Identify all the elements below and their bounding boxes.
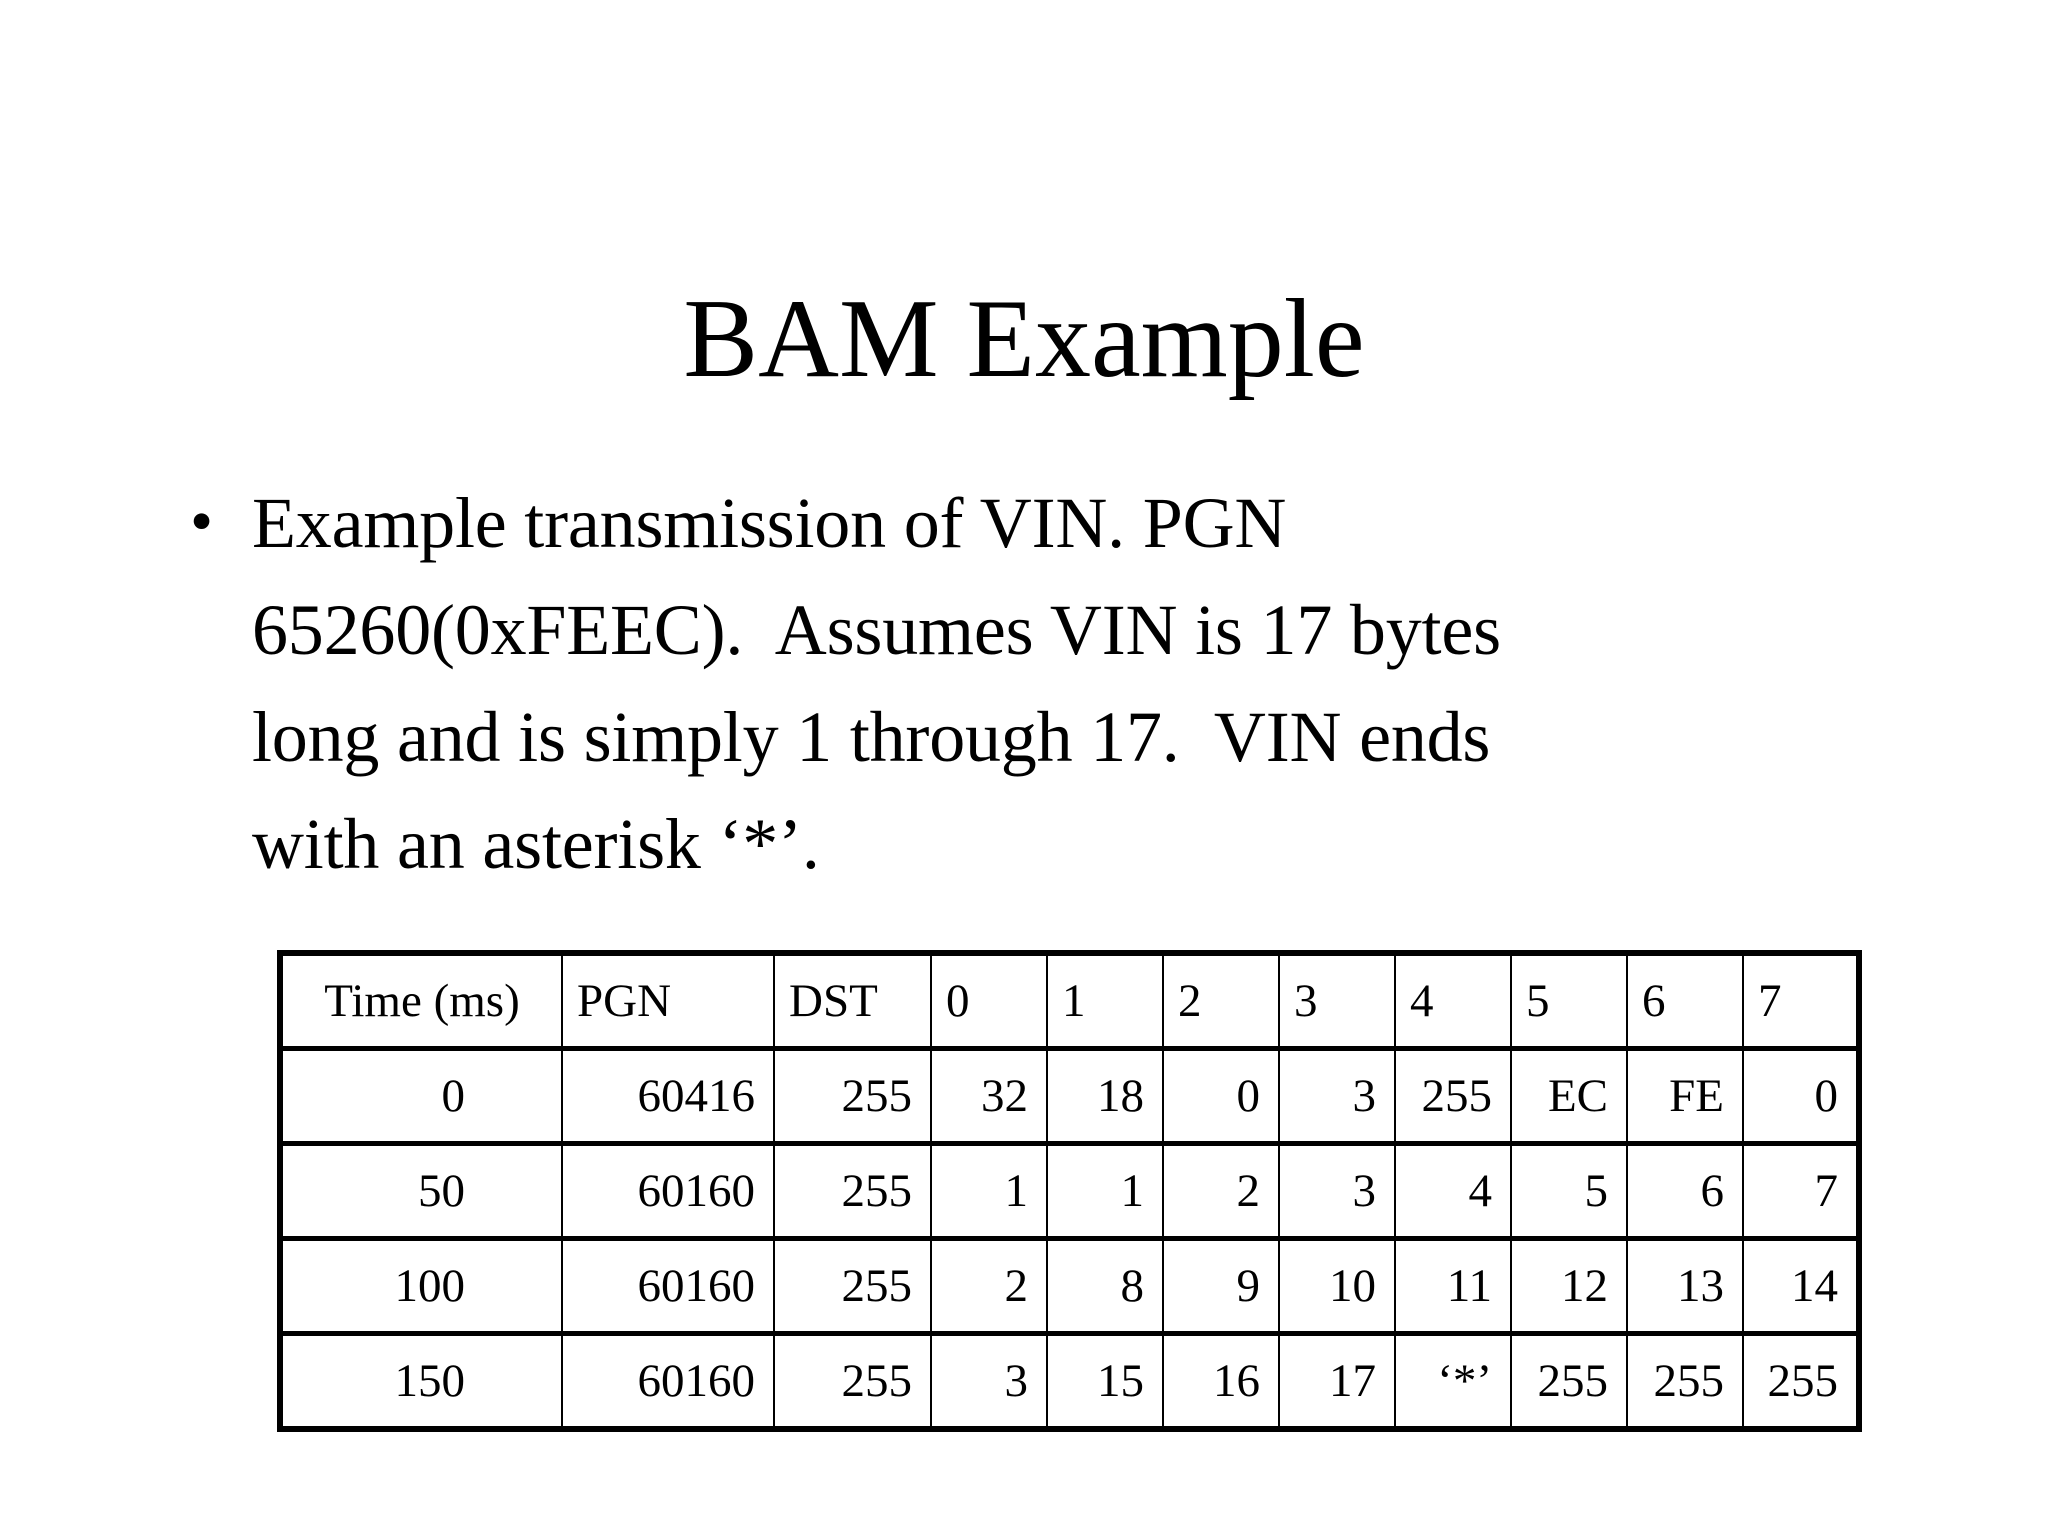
table-cell-b6: 6 <box>1626 1141 1744 1240</box>
table-cell-b2: 2 <box>1162 1141 1280 1240</box>
table-row: 150 60160 255 3 15 16 17 ‘*’ 255 255 255 <box>279 1331 1860 1430</box>
list-item: • Example transmission of VIN. PGN 65260(… <box>178 470 1938 898</box>
table-cell-b3: 3 <box>1278 1141 1396 1240</box>
table-cell-pgn: 60160 <box>561 1236 775 1335</box>
bullet-icon: • <box>190 485 214 558</box>
table-row: 100 60160 255 2 8 9 10 11 12 13 14 <box>279 1236 1860 1335</box>
bullet-text: Example transmission of VIN. PGN 65260(0x… <box>252 470 1938 898</box>
table-cell-b3: 3 <box>1278 1047 1396 1145</box>
table-header-cell-b2: 2 <box>1162 952 1280 1051</box>
table-cell-b4: ‘*’ <box>1394 1331 1512 1430</box>
table-cell-pgn: 60416 <box>561 1047 775 1145</box>
bullet-line-1: Example transmission of VIN. PGN <box>252 483 1287 563</box>
table-cell-pgn: 60160 <box>561 1331 775 1430</box>
table-cell-b2: 0 <box>1162 1047 1280 1145</box>
table-cell-dst: 255 <box>773 1236 932 1335</box>
table-cell-time: 0 <box>279 1047 563 1145</box>
table-cell-pgn: 60160 <box>561 1141 775 1240</box>
table-cell-b3: 17 <box>1278 1331 1396 1430</box>
table-header-cell-b5: 5 <box>1510 952 1628 1051</box>
table-cell-b5: 5 <box>1510 1141 1628 1240</box>
bam-message-table: Time (ms) PGN DST 0 1 2 3 4 5 6 7 0 6041… <box>277 950 1862 1432</box>
table-header-cell-time: Time (ms) <box>279 952 563 1051</box>
table-cell-b5: EC <box>1510 1047 1628 1145</box>
table-cell-b6: 13 <box>1626 1236 1744 1335</box>
bullet-line-4: with an asterisk ‘*’. <box>252 804 820 884</box>
bam-table-container: Time (ms) PGN DST 0 1 2 3 4 5 6 7 0 6041… <box>277 950 1862 1432</box>
table-cell-b2: 16 <box>1162 1331 1280 1430</box>
table-header-cell-b4: 4 <box>1394 952 1512 1051</box>
table-header-cell-dst: DST <box>773 952 932 1051</box>
table-cell-time: 50 <box>279 1141 563 1240</box>
table-cell-b7: 7 <box>1742 1141 1860 1240</box>
table-cell-b2: 9 <box>1162 1236 1280 1335</box>
table-row: 50 60160 255 1 1 2 3 4 5 6 7 <box>279 1141 1860 1240</box>
table-cell-b1: 1 <box>1046 1141 1164 1240</box>
table-header-row: Time (ms) PGN DST 0 1 2 3 4 5 6 7 <box>279 952 1860 1051</box>
table-cell-b5: 255 <box>1510 1331 1628 1430</box>
table-cell-b7: 0 <box>1742 1047 1860 1145</box>
table-cell-b1: 15 <box>1046 1331 1164 1430</box>
slide-body: • Example transmission of VIN. PGN 65260(… <box>178 470 1938 898</box>
table-header-cell-b7: 7 <box>1742 952 1860 1051</box>
bullet-line-2: 65260(0xFEEC). Assumes VIN is 17 bytes <box>252 590 1501 670</box>
table-cell-b0: 1 <box>930 1141 1048 1240</box>
table-cell-b4: 255 <box>1394 1047 1512 1145</box>
table-header-cell-b1: 1 <box>1046 952 1164 1051</box>
table-cell-dst: 255 <box>773 1047 932 1145</box>
table-cell-time: 150 <box>279 1331 563 1430</box>
table-cell-b7: 255 <box>1742 1331 1860 1430</box>
table-cell-dst: 255 <box>773 1141 932 1240</box>
table-cell-b6: 255 <box>1626 1331 1744 1430</box>
page-title: BAM Example <box>683 277 1365 402</box>
table-header-cell-b6: 6 <box>1626 952 1744 1051</box>
table-cell-b5: 12 <box>1510 1236 1628 1335</box>
table-cell-b0: 2 <box>930 1236 1048 1335</box>
table-row: 0 60416 255 32 18 0 3 255 EC FE 0 <box>279 1047 1860 1145</box>
table-cell-dst: 255 <box>773 1331 932 1430</box>
table-cell-b7: 14 <box>1742 1236 1860 1335</box>
table-cell-b1: 18 <box>1046 1047 1164 1145</box>
table-header-cell-b3: 3 <box>1278 952 1396 1051</box>
table-cell-time: 100 <box>279 1236 563 1335</box>
table-cell-b1: 8 <box>1046 1236 1164 1335</box>
table-cell-b3: 10 <box>1278 1236 1396 1335</box>
table-cell-b6: FE <box>1626 1047 1744 1145</box>
table-cell-b0: 32 <box>930 1047 1048 1145</box>
bullet-line-3: long and is simply 1 through 17. VIN end… <box>252 697 1491 777</box>
table-cell-b0: 3 <box>930 1331 1048 1430</box>
table-header-cell-pgn: PGN <box>561 952 775 1051</box>
table-cell-b4: 11 <box>1394 1236 1512 1335</box>
table-cell-b4: 4 <box>1394 1141 1512 1240</box>
table-header-cell-b0: 0 <box>930 952 1048 1051</box>
